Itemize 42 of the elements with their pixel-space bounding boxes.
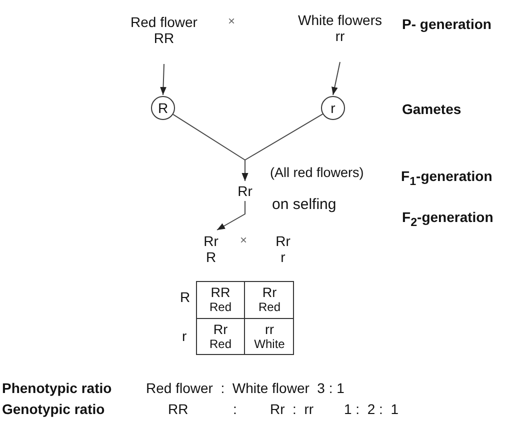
- note-text: (All red flowers): [270, 165, 364, 180]
- arrow: [216, 200, 246, 230]
- genotype-text: R: [206, 249, 216, 266]
- cross-sign: ×: [240, 233, 248, 247]
- generation-label: F$_{1}$-generation: [401, 168, 492, 188]
- ratio-heading: Phenotypic ratio: [2, 380, 112, 396]
- ratio-text: RR: [168, 401, 188, 417]
- node-text: Rr: [204, 232, 218, 249]
- genotype-text: Rr: [213, 322, 228, 338]
- generation-label: F$_{2}$-generation: [402, 209, 494, 229]
- genotype-text: Rr: [262, 285, 277, 301]
- generation-label: Gametes: [402, 101, 462, 117]
- genotype-text: rr: [335, 28, 345, 44]
- node-text: Rr: [276, 232, 290, 249]
- arrow: [242, 114, 324, 182]
- genotype-text: RR: [210, 285, 230, 301]
- generation-label: P- generation: [402, 16, 492, 32]
- genotype-text: r: [280, 249, 286, 266]
- node-text: White flowers: [298, 12, 382, 28]
- arrow: [332, 62, 340, 96]
- ratio-heading: Genotypic ratio: [2, 401, 105, 417]
- genotype-text: rr: [265, 322, 274, 338]
- phenotype-text: Red: [209, 300, 232, 315]
- row-header: R: [180, 289, 190, 305]
- gamete-circle: R: [151, 96, 175, 120]
- phenotype-text: Red: [209, 338, 232, 352]
- gamete-circle: r: [321, 96, 345, 120]
- punnett-cell: [197, 282, 245, 319]
- ratio-text: 1 : 2 : 1: [344, 401, 398, 417]
- node-text: Rr: [238, 182, 252, 200]
- ratio-text: Rr : rr: [270, 401, 314, 417]
- genotype-text: RR: [154, 30, 174, 46]
- row-header: r: [182, 328, 187, 344]
- arrow: [160, 64, 166, 96]
- phenotype-text: White: [254, 338, 285, 352]
- ratio-text: :: [233, 401, 237, 417]
- ratio-text: Red flower : White flower 3 : 1: [146, 380, 344, 396]
- note-text: on selfing: [272, 196, 336, 213]
- punnett-square: [196, 281, 294, 355]
- cross-sign: ×: [228, 14, 236, 28]
- node-text: Red flower: [130, 14, 198, 30]
- phenotype-text: Red: [258, 300, 280, 315]
